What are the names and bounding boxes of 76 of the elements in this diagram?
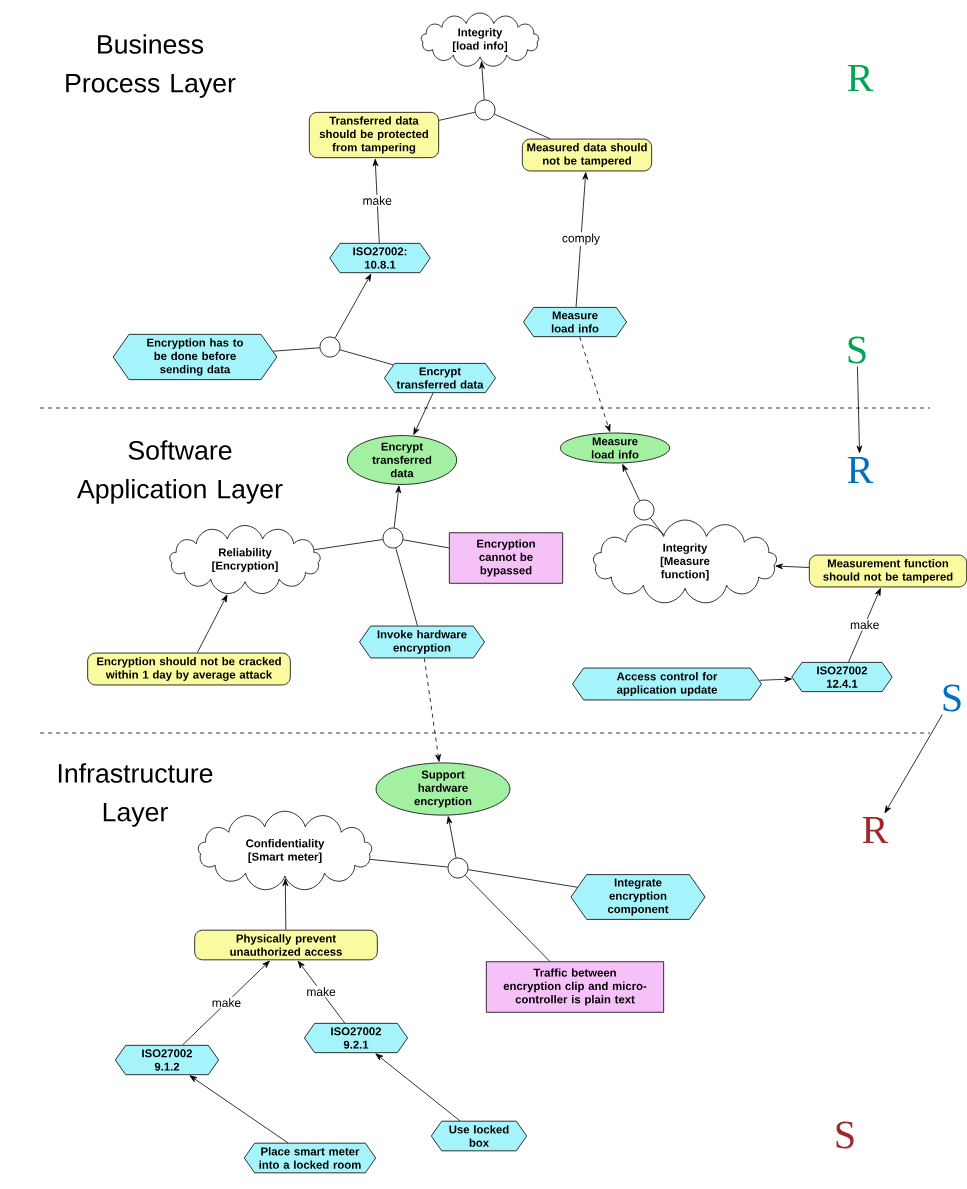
layer-title: Business Process Layer [66, 34, 236, 98]
connector-line [650, 517, 665, 536]
rounded-box: Measurement function should not be tampered [808, 554, 967, 588]
hexagon-node: Encryption has to be done before sending data [112, 333, 278, 381]
rounded-box: Measured data should not be tampered [521, 138, 653, 172]
ellipse-node: Encrypt transferred data [346, 435, 458, 485]
edge-label: make [210, 996, 243, 1009]
connector-line [395, 547, 418, 627]
hexagon-node: Integrate encryption component [570, 874, 706, 920]
arrow [579, 336, 611, 432]
connector-line [438, 111, 476, 121]
letter-label: R [862, 816, 889, 844]
arrow [393, 485, 402, 529]
junction-circle [319, 336, 341, 358]
arrow [446, 816, 457, 859]
connector-line [402, 539, 450, 549]
rounded-box: Physically prevent unauthorized access [194, 929, 378, 961]
hexagon-node: ISO27002 9.1.2 [115, 1044, 219, 1076]
arrow [413, 392, 434, 435]
cloud-node: Confidentiality [Smart meter] [197, 810, 373, 891]
hexagon-node: Measure load info [523, 307, 627, 338]
cloud-node: Integrity [Measure function] [593, 519, 777, 604]
edge-label: make [305, 985, 338, 998]
arrow [297, 960, 346, 1024]
arrow [182, 960, 270, 1046]
arrow [479, 61, 485, 101]
arrow [197, 594, 228, 654]
connector-line [464, 875, 551, 962]
hexagon-node: Use locked box [430, 1120, 528, 1152]
ellipse-node: Support hardware encryption [375, 762, 511, 816]
layer-title: Software Application Layer [77, 440, 283, 504]
junction-circle [447, 857, 469, 879]
connector-line [369, 859, 449, 868]
edge-label: make [848, 618, 881, 631]
arrow [375, 1053, 461, 1122]
hexagon-node: Encrypt transferred data [384, 363, 496, 394]
letter-label: S [836, 1121, 854, 1149]
ellipse-node: Measure load info [559, 432, 671, 464]
junction-circle [633, 499, 655, 521]
rounded-box: Transferred data should be protected from tampering [308, 111, 440, 159]
arrow [884, 714, 943, 814]
arrow [856, 366, 863, 454]
cloud-node: Reliability [Encryption] [169, 525, 321, 594]
rounded-box: Encryption should not be cracked within 1 day by average attack [87, 652, 291, 686]
arrow [423, 657, 441, 762]
hexagon-node: Place smart meter into a locked room [243, 1142, 377, 1174]
arrow [622, 464, 640, 501]
hexagon-node: Invoke hardware encryption [359, 625, 485, 659]
connector-line [467, 869, 578, 888]
connector-line [313, 539, 384, 551]
edge-label: make [361, 194, 394, 207]
letter-label: R [847, 64, 874, 92]
edge-label: comply [560, 232, 602, 247]
letter-label: S [943, 684, 961, 712]
junction-circle [474, 99, 496, 121]
hexagon-node: ISO27002 12.4.1 [791, 662, 893, 693]
hexagon-node: ISO27002: 10.8.1 [329, 242, 431, 274]
note-box: Encryption cannot be bypassed [448, 532, 564, 584]
connector-line [494, 113, 551, 140]
arrow [189, 1075, 289, 1144]
arrow [334, 273, 372, 339]
arrow [848, 588, 881, 663]
arrow [282, 878, 289, 931]
arrow [372, 158, 380, 244]
connector-line [339, 349, 394, 366]
letter-label: R [847, 456, 874, 484]
hexagon-node: ISO27002 9.2.1 [304, 1022, 408, 1054]
junction-circle [382, 527, 404, 549]
arrow [775, 563, 810, 570]
cloud-node: Integrity [load info] [420, 12, 540, 67]
note-box: Traffic between encryption clip and micro-controller is plain text [485, 961, 665, 1013]
arrow [575, 172, 589, 308]
hexagon-node: Access control for application update [572, 667, 762, 701]
arrow [759, 676, 792, 683]
letter-label: S [848, 336, 866, 364]
connector-line [272, 347, 321, 352]
